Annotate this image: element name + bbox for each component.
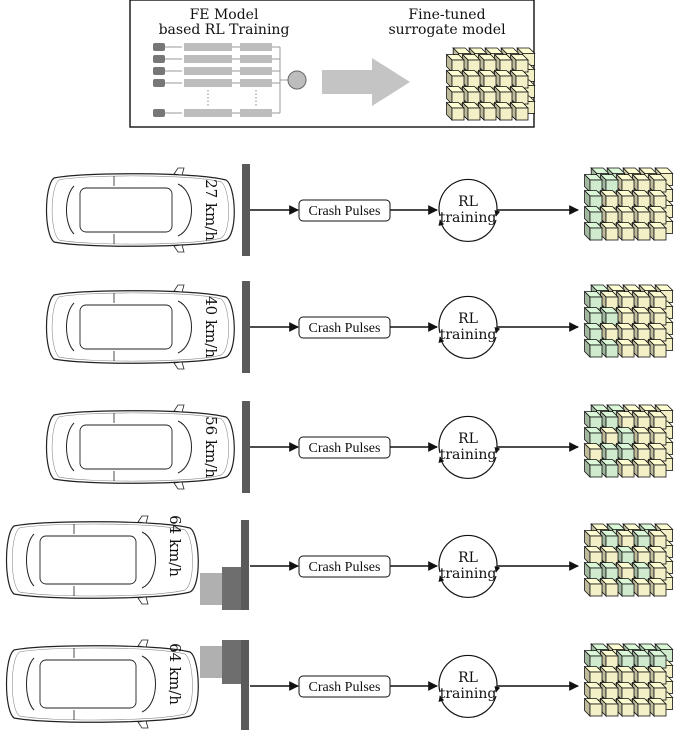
car-top-view-icon [45, 167, 235, 253]
crash-pulses-label: Crash Pulses [309, 204, 381, 219]
rigid-wall-icon [242, 164, 250, 256]
offset-barrier-icon [200, 640, 249, 730]
speed-label: 40 km/h [202, 296, 220, 358]
training-label: training [440, 210, 497, 226]
crash-pulses-box: Crash Pulses [298, 316, 391, 339]
rl-label: RL [458, 670, 478, 686]
crash-pulses-box: Crash Pulses [298, 436, 391, 459]
crash-pulses-box: Crash Pulses [298, 675, 391, 698]
crash-pulses-box: Crash Pulses [298, 555, 391, 578]
surrogate-cube-grid-icon [583, 284, 674, 358]
rl-label: RL [458, 431, 478, 447]
crash-pulses-label: Crash Pulses [309, 560, 381, 575]
speed-label: 27 km/h [202, 179, 220, 241]
car-top-view-icon [5, 515, 199, 605]
training-label: training [440, 447, 497, 463]
header-panel: FE Model based RL Training Fine-tuned su… [129, 0, 536, 128]
car-top-view-icon [45, 284, 235, 370]
surrogate-cube-grid-icon [583, 643, 674, 717]
header-left-title-line1: FE Model [190, 7, 259, 23]
header-right-title-line1: Fine-tuned [408, 7, 485, 23]
crash-pulses-label: Crash Pulses [309, 680, 381, 695]
car-top-view-icon [5, 639, 199, 729]
speed-label: 56 km/h [202, 416, 220, 478]
speed-label: 64 km/h [166, 643, 184, 705]
surrogate-cube-grid-icon [583, 404, 674, 478]
speed-label: 64 km/h [166, 515, 184, 577]
rigid-wall-icon [242, 281, 250, 373]
header-left-title-line2: based RL Training [159, 22, 290, 38]
offset-barrier-icon [200, 520, 249, 610]
car-top-view-icon [45, 404, 235, 490]
rl-label: RL [458, 550, 478, 566]
crash-pulses-label: Crash Pulses [309, 321, 381, 336]
training-label: training [440, 566, 497, 582]
rl-label: RL [458, 194, 478, 210]
header-right-title-line2: surrogate model [388, 22, 506, 38]
surrogate-cube-grid-icon [445, 47, 536, 121]
big-arrow-icon [322, 58, 410, 106]
rigid-wall-icon [242, 401, 250, 493]
rl-label: RL [458, 311, 478, 327]
crash-pulses-label: Crash Pulses [309, 441, 381, 456]
training-label: training [440, 686, 497, 702]
crash-pulses-box: Crash Pulses [298, 199, 391, 222]
training-label: training [440, 327, 497, 343]
surrogate-cube-grid-icon [583, 167, 674, 241]
fe-training-grid-icon [153, 43, 307, 117]
surrogate-cube-grid-icon [583, 523, 674, 597]
